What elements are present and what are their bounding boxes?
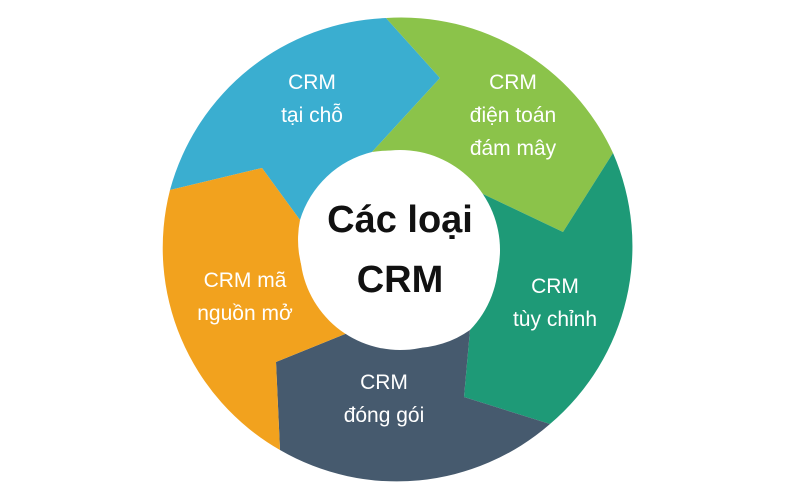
segment-open-source-label: CRM mã nguồn mở (170, 264, 320, 330)
center-title-line-1: Các loại (327, 199, 473, 241)
center-circle (300, 150, 500, 350)
segment-packaged-label: CRM đóng gói (309, 366, 459, 432)
segment-custom-line-2: tùy chỉnh (512, 308, 598, 331)
segment-on-premise-label: CRM tại chỗ (237, 66, 387, 132)
segment-custom-label: CRM tùy chỉnh (480, 270, 630, 336)
center-title: Các loại CRM (310, 190, 490, 310)
segment-on-premise-line-2: tại chỗ (281, 104, 343, 127)
segment-on-premise-shape (170, 18, 440, 220)
segment-on-premise-line-1: CRM (288, 71, 336, 94)
segment-open-source-line-2: nguồn mở (197, 302, 293, 325)
segment-packaged-line-2: đóng gói (343, 404, 425, 427)
segment-cloud-label: CRM điện toán đám mây (438, 66, 588, 165)
segment-custom-shape (464, 153, 633, 424)
segment-cloud-shape (372, 17, 613, 233)
segment-packaged-shape (276, 330, 550, 482)
segment-cloud-line-3: đám mây (469, 137, 557, 160)
segment-cloud-line-2: điện toán (469, 104, 557, 127)
segment-custom-line-1: CRM (531, 275, 579, 298)
segment-open-source-shape (162, 168, 355, 450)
segment-open-source-line-1: CRM mã (203, 269, 287, 292)
segment-cloud-line-1: CRM (489, 71, 537, 94)
segment-packaged-line-1: CRM (360, 371, 408, 394)
center-title-line-2: CRM (356, 259, 444, 301)
